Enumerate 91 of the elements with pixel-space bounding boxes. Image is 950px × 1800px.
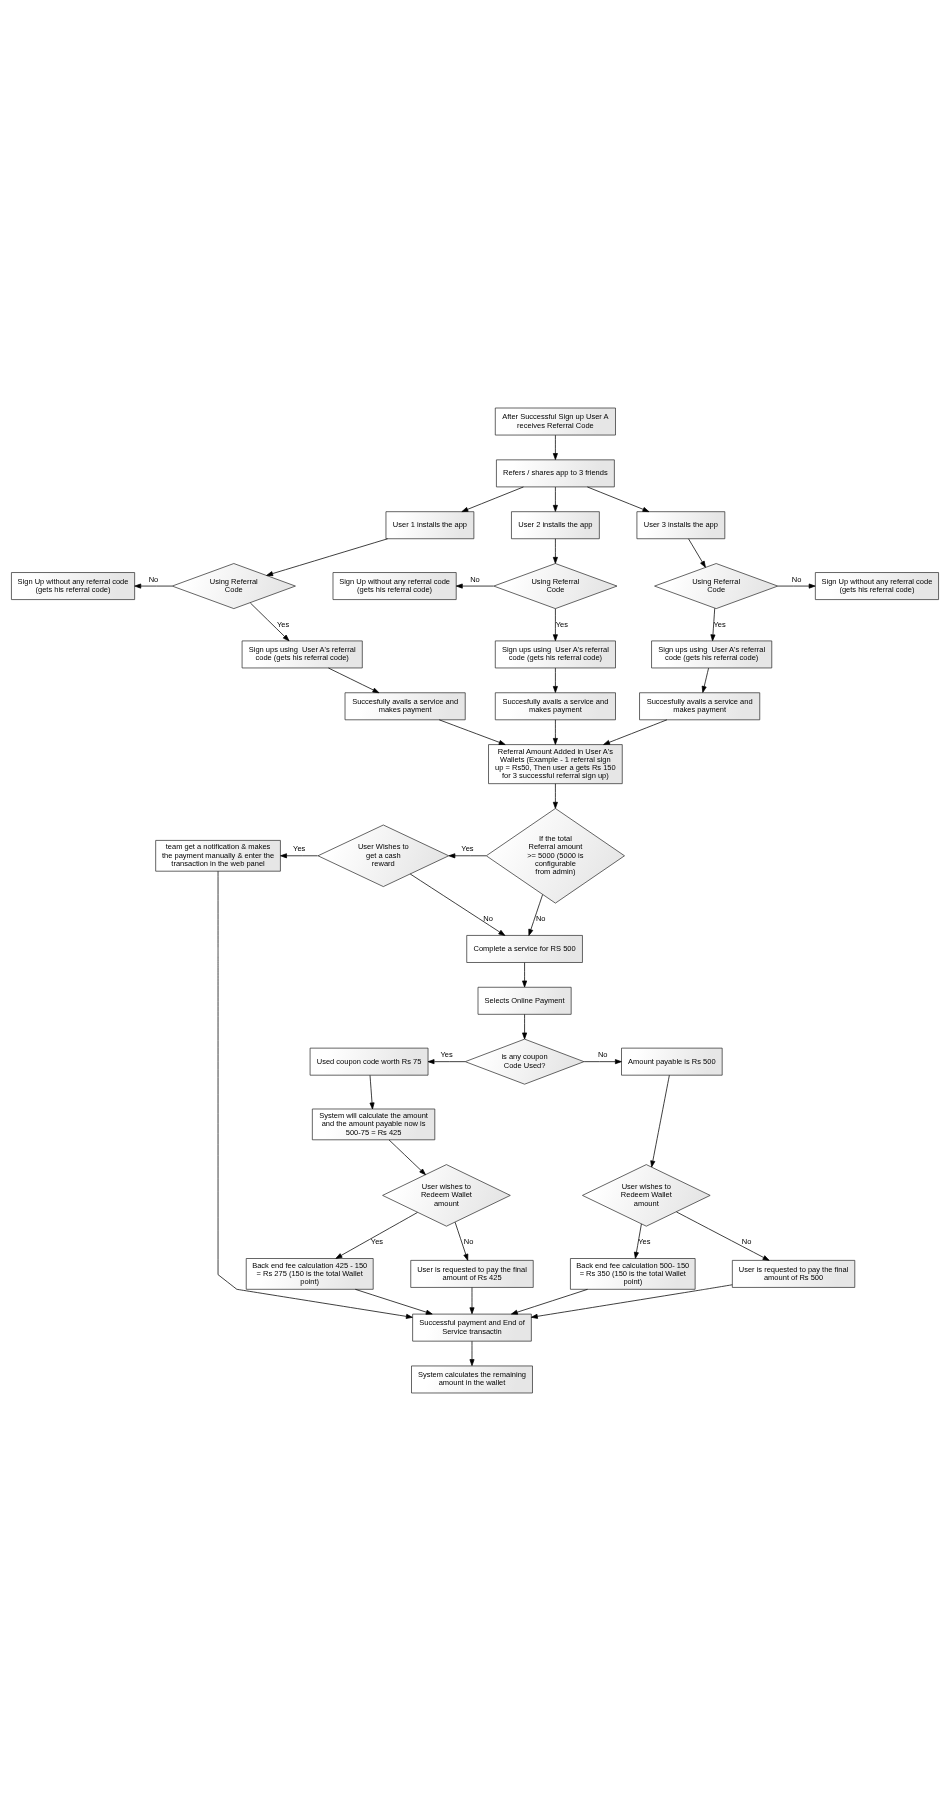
node-diamond: User wishes to Redeem Wallet amount bbox=[582, 1163, 711, 1227]
edge-label: No bbox=[148, 574, 159, 584]
arrow bbox=[583, 1058, 622, 1064]
node-box: Succesfully avails a service and makes payment bbox=[639, 691, 761, 720]
node-box: Sign Up without any referral code (gets his referral code) bbox=[814, 571, 939, 600]
arrow bbox=[134, 583, 173, 589]
arrow bbox=[701, 667, 709, 693]
node-box: Refers / shares app to 3 friends bbox=[496, 458, 615, 487]
edge-label: No bbox=[463, 1236, 474, 1246]
arrow bbox=[603, 718, 668, 745]
arrow bbox=[354, 1288, 433, 1315]
node-box: Sign Up without any referral code (gets his referral code) bbox=[11, 571, 136, 600]
arrow bbox=[266, 537, 388, 576]
edge-label: Yes bbox=[293, 843, 306, 853]
edge-label: No bbox=[597, 1049, 608, 1059]
node-box: Used coupon code worth Rs 75 bbox=[309, 1047, 429, 1076]
arrow bbox=[531, 1283, 733, 1319]
edge-label: Yes bbox=[555, 619, 568, 629]
node-box: System will calculate the amount and the amount payable now is 500-75 = Rs 425 bbox=[311, 1108, 436, 1140]
arrow bbox=[455, 583, 494, 589]
arrow bbox=[461, 486, 524, 512]
node-box: Sign ups using User A's referral code (gets his referral code) bbox=[494, 640, 616, 668]
arrow bbox=[688, 537, 706, 568]
node-diamond: Using Referral Code bbox=[171, 562, 296, 609]
arrow bbox=[335, 1211, 418, 1259]
arrow bbox=[469, 1340, 475, 1366]
arrow bbox=[454, 1221, 469, 1261]
edge-label: Yes bbox=[440, 1049, 453, 1059]
node-diamond: If the total Referral amount >= 5000 (5000 is configurable from admin) bbox=[485, 807, 625, 903]
node-box: User is requested to pay the final amount of Rs 425 bbox=[410, 1259, 534, 1288]
arrow bbox=[552, 782, 558, 809]
arrow bbox=[650, 1074, 670, 1167]
arrow bbox=[552, 537, 558, 564]
edge-label: No bbox=[483, 913, 493, 923]
edge-label: Yes bbox=[638, 1236, 651, 1246]
node-box: User is requested to pay the final amount of Rs 500 bbox=[731, 1259, 856, 1288]
arrow bbox=[633, 1223, 642, 1259]
node-box: Sign Up without any referral code (gets his referral code) bbox=[332, 571, 457, 600]
node-box: Sign ups using User A's referral code (gets his referral code) bbox=[241, 640, 363, 668]
arrow bbox=[328, 667, 380, 693]
arrow bbox=[552, 718, 558, 745]
edge-label: No bbox=[470, 574, 480, 584]
node-box: Succesfully avails a service and makes payment bbox=[344, 691, 466, 720]
node-box: User 1 installs the app bbox=[385, 510, 475, 539]
arrow bbox=[552, 434, 558, 460]
node-box: Succesfully avails a service and makes payment bbox=[494, 691, 616, 720]
node-box: System calculates the remaining amount in the wallet bbox=[411, 1365, 533, 1393]
arrow bbox=[552, 607, 558, 641]
arrow bbox=[522, 961, 528, 987]
node-box: Back end fee calculation 500- 150 = Rs 350 (150 is the total Wallet point) bbox=[570, 1257, 696, 1290]
edge-label: No bbox=[741, 1236, 752, 1246]
arrow bbox=[552, 486, 558, 512]
arrow bbox=[587, 486, 650, 512]
edge-label: No bbox=[535, 913, 546, 923]
edge-label: Yes bbox=[461, 843, 474, 853]
node-box: team get a notification & makes the payment manually & enter the transaction in the web panel bbox=[155, 839, 281, 872]
arrow bbox=[369, 1074, 375, 1109]
arrow bbox=[511, 1288, 588, 1315]
arrow bbox=[280, 852, 319, 858]
node-box: Selects Online Payment bbox=[477, 986, 572, 1015]
arrow bbox=[448, 852, 487, 858]
arrow bbox=[217, 870, 413, 1319]
arrow bbox=[438, 718, 506, 745]
edge-label: Yes bbox=[276, 619, 290, 629]
node-box: User 3 installs the app bbox=[636, 510, 726, 539]
node-diamond: is any coupon Code Used? bbox=[464, 1038, 585, 1085]
node-box: Referral Amount Added in User A's Wallets (Example - 1 referral sign up = Rs50, Then user a gets Rs 150 for 3 successful referral sign up) bbox=[488, 743, 623, 784]
edge-label: No bbox=[791, 574, 802, 584]
arrow bbox=[250, 602, 290, 641]
arrow bbox=[409, 873, 506, 936]
node-box: Amount payable is Rs 500 bbox=[621, 1047, 723, 1076]
arrow bbox=[388, 1139, 426, 1175]
node-diamond: User Wishes to get a cash reward bbox=[317, 824, 450, 887]
arrow bbox=[676, 1211, 770, 1261]
arrow bbox=[552, 667, 558, 693]
node-diamond: Using Referral Code bbox=[493, 562, 618, 609]
node-box: Complete a service for RS 500 bbox=[466, 934, 583, 963]
node-box: User 2 installs the app bbox=[511, 510, 600, 539]
node-box: Back end fee calculation 425 - 150 = Rs 275 (150 is the total Wallet point) bbox=[245, 1257, 374, 1290]
arrow bbox=[777, 583, 816, 589]
arrow bbox=[427, 1058, 466, 1064]
node-box: After Successful Sign up User A receives Referral Code bbox=[494, 407, 616, 435]
node-box: Successful payment and End of Service transactin bbox=[412, 1313, 532, 1342]
arrow bbox=[469, 1286, 475, 1314]
arrow bbox=[522, 1013, 528, 1039]
node-box: Sign ups using User A's referral code (gets his referral code) bbox=[651, 640, 773, 668]
arrow bbox=[528, 893, 543, 936]
arrow bbox=[710, 607, 716, 641]
edge-label: Yes bbox=[713, 619, 726, 629]
edge-label: Yes bbox=[370, 1236, 384, 1246]
node-diamond: User wishes to Redeem Wallet amount bbox=[382, 1163, 511, 1227]
